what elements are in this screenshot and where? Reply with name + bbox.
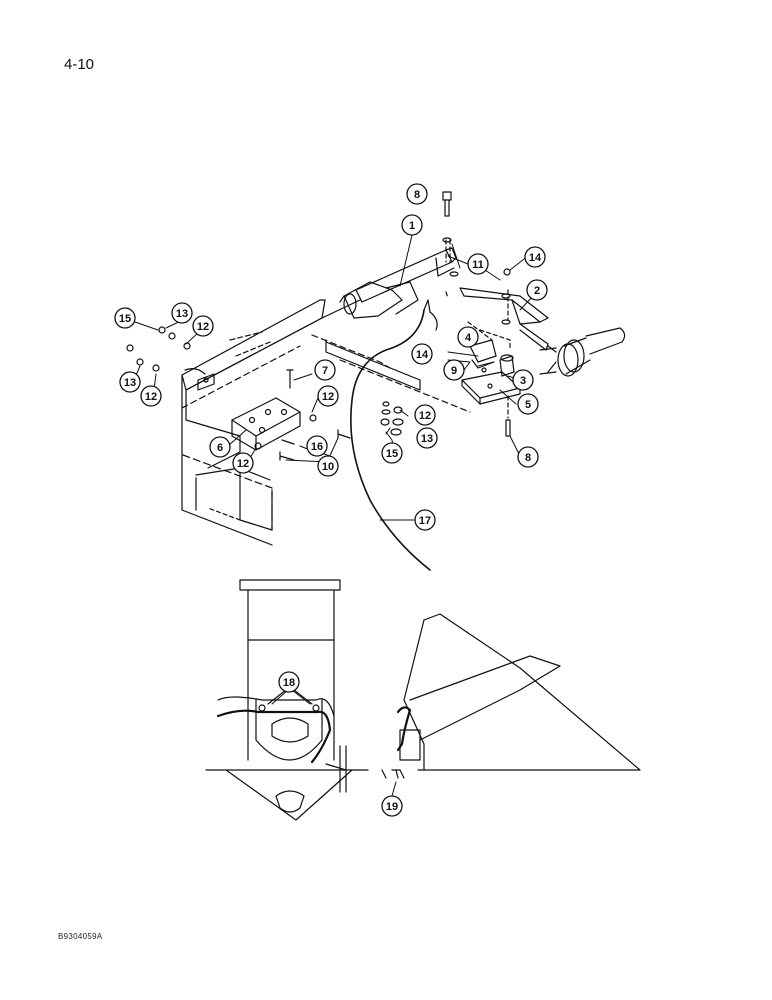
callout-label: 12 bbox=[145, 391, 157, 403]
callout-2: 2 bbox=[526, 279, 548, 301]
callout-label: 6 bbox=[217, 442, 223, 454]
pivot-bracket bbox=[197, 373, 301, 451]
callout-label: 5 bbox=[525, 399, 531, 411]
callout-label: 8 bbox=[414, 189, 420, 201]
center-washer-stack bbox=[380, 350, 421, 436]
callout-label: 8 bbox=[525, 452, 531, 464]
callout-12-a: 12 bbox=[192, 315, 214, 337]
callout-5: 5 bbox=[517, 393, 539, 415]
callouts: 1 2 3 4 5 6 7 8 8 9 10 11 12 12 12 12 12… bbox=[114, 183, 548, 817]
callout-12-e: 12 bbox=[414, 404, 436, 426]
callout-label: 18 bbox=[283, 677, 295, 689]
callout-label: 4 bbox=[465, 332, 472, 344]
callout-15-a: 15 bbox=[114, 307, 136, 329]
callout-label: 12 bbox=[237, 458, 249, 470]
callout-label: 12 bbox=[197, 321, 209, 333]
callout-label: 2 bbox=[534, 285, 540, 297]
callout-13-c: 13 bbox=[416, 427, 438, 449]
callout-label: 16 bbox=[311, 441, 323, 453]
callout-13-a: 13 bbox=[171, 302, 193, 324]
callout-3: 3 bbox=[512, 369, 534, 391]
callout-label: 19 bbox=[386, 801, 398, 813]
top-bolt-stack bbox=[442, 191, 511, 325]
callout-label: 9 bbox=[451, 365, 457, 377]
callout-8-bottom: 8 bbox=[517, 446, 539, 468]
callout-label: 13 bbox=[124, 377, 136, 389]
callout-12-c: 12 bbox=[317, 385, 339, 407]
callout-label: 1 bbox=[409, 220, 415, 232]
callout-label: 12 bbox=[322, 391, 334, 403]
callout-19: 19 bbox=[381, 795, 403, 817]
callout-13-b: 13 bbox=[119, 371, 141, 393]
callout-12-d: 12 bbox=[232, 452, 254, 474]
callout-1: 1 bbox=[401, 214, 423, 236]
callout-17: 17 bbox=[414, 509, 436, 531]
callout-label: 7 bbox=[322, 365, 328, 377]
mounting-bracket bbox=[445, 239, 549, 351]
callout-4: 4 bbox=[457, 326, 479, 348]
callout-6: 6 bbox=[209, 436, 231, 458]
callout-label: 14 bbox=[529, 252, 542, 264]
callout-12-b: 12 bbox=[140, 385, 162, 407]
callout-label: 17 bbox=[419, 515, 431, 527]
callout-8-top: 8 bbox=[406, 183, 428, 205]
callout-label: 3 bbox=[520, 375, 526, 387]
callout-11: 11 bbox=[467, 253, 489, 275]
linear-actuator bbox=[339, 247, 457, 319]
callout-label: 15 bbox=[119, 313, 131, 325]
callout-label: 14 bbox=[416, 349, 429, 361]
wire-harness bbox=[350, 299, 438, 571]
hopper-side-view bbox=[381, 613, 641, 779]
callout-label: 15 bbox=[386, 448, 398, 460]
drive-shaft-pulley bbox=[539, 327, 626, 377]
callout-10: 10 bbox=[317, 455, 339, 477]
callout-label: 13 bbox=[176, 308, 188, 320]
figure-code: B9304059A bbox=[58, 932, 103, 941]
bracket-fasteners bbox=[126, 326, 351, 461]
callout-7: 7 bbox=[314, 359, 336, 381]
callout-14-b: 14 bbox=[411, 343, 433, 365]
callout-14-a: 14 bbox=[524, 246, 546, 268]
callout-label: 13 bbox=[421, 433, 433, 445]
callout-label: 11 bbox=[472, 259, 484, 271]
callout-label: 12 bbox=[419, 410, 431, 422]
callout-15-b: 15 bbox=[381, 442, 403, 464]
hopper-front-view bbox=[205, 579, 369, 821]
page-number: 4-10 bbox=[64, 56, 95, 73]
callout-9: 9 bbox=[443, 359, 465, 381]
lower-mounting-plate bbox=[461, 321, 521, 437]
callout-16: 16 bbox=[306, 435, 328, 457]
callout-18: 18 bbox=[278, 671, 300, 693]
callout-label: 10 bbox=[322, 461, 334, 473]
